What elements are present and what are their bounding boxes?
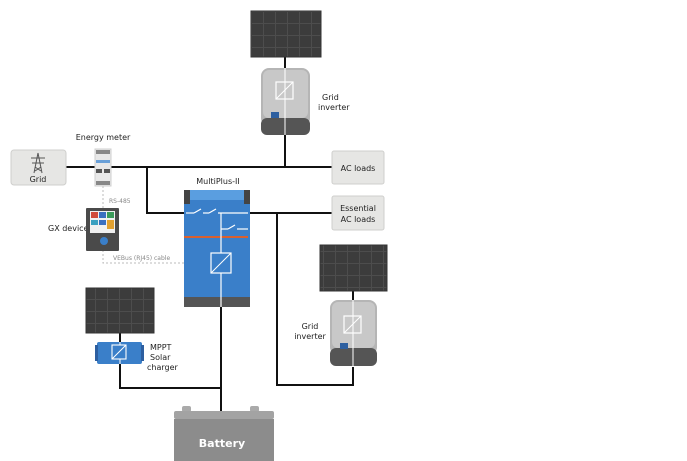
essential-label-2: AC loads: [341, 215, 376, 224]
grid-inverter-bottom[interactable]: [330, 300, 377, 366]
grid-inverter-top-label-2: inverter: [318, 103, 350, 112]
mppt-label-1: MPPT: [150, 343, 172, 352]
wire-mppt-dc: [119, 364, 221, 389]
wire-bus-to-multiplus-in: [146, 167, 186, 214]
grid-label: Grid: [30, 175, 47, 184]
solar-panel-mppt: [85, 287, 155, 334]
inverter-display: [340, 343, 348, 349]
vebus-label: VEBus (RJ45) cable: [113, 255, 170, 262]
inverter-display: [271, 112, 279, 118]
pylon-icon: [31, 152, 45, 174]
rs485-label: RS-485: [109, 198, 131, 205]
essential-label-1: Essential: [340, 204, 376, 213]
inverter-symbol-icon: [275, 81, 294, 100]
grid-inverter-bottom-label-2: inverter: [294, 332, 326, 341]
solar-panel-bottom: [319, 244, 388, 292]
gx-device-label: GX device: [48, 224, 89, 233]
battery-label: Battery: [199, 437, 245, 450]
grid-inverter-bottom-label-1: Grid: [302, 322, 319, 331]
vebus-cable: [102, 250, 186, 264]
inverter-symbol-icon: [343, 315, 362, 334]
grid-inverter-top[interactable]: [261, 68, 310, 135]
battery[interactable]: Battery: [174, 406, 274, 461]
multiplus-label: MultiPlus-II: [196, 177, 239, 186]
mppt-label-3: charger: [147, 363, 179, 372]
ac-loads-label: AC loads: [341, 164, 376, 173]
comm-cables: [102, 186, 186, 264]
wire-bottom-inverter: [276, 213, 354, 386]
gx-device[interactable]: [86, 208, 119, 251]
mppt-label-2: Solar: [150, 353, 171, 362]
ac-loads-box[interactable]: AC loads: [331, 150, 385, 185]
grid-box[interactable]: Grid: [10, 149, 67, 186]
wires: [66, 57, 354, 412]
mppt-converter-icon: [111, 344, 127, 360]
gx-knob[interactable]: [100, 237, 108, 245]
multiplus-inverter-icon: [210, 252, 232, 274]
solar-panel-top: [250, 10, 322, 58]
mppt-charger[interactable]: [95, 342, 144, 364]
grid-inverter-top-label-1: Grid: [322, 93, 339, 102]
essential-ac-loads-box[interactable]: Essential AC loads: [331, 195, 385, 231]
energy-meter-label: Energy meter: [76, 133, 131, 142]
energy-meter-device[interactable]: [94, 148, 112, 187]
multiplus-device[interactable]: [184, 190, 250, 307]
